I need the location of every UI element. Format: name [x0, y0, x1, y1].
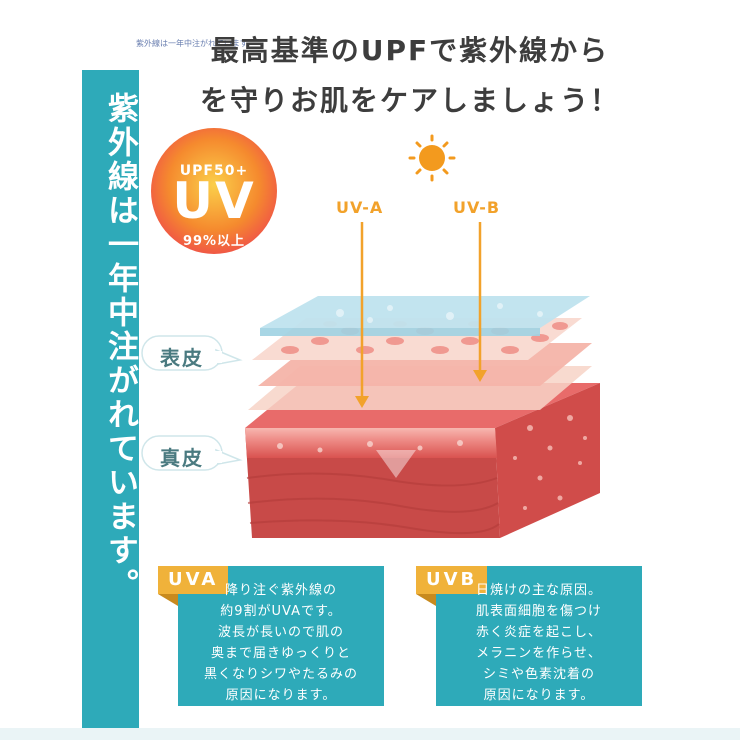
headline: 最高基準のUPFで紫外線から を守りお肌をケアしましょう！: [130, 26, 690, 126]
uva-card-line: 奥まで届きゆっくりと: [210, 646, 351, 661]
uvb-card-tab: UVB: [416, 566, 488, 594]
dermis-label-wrap: 真皮: [142, 436, 232, 476]
uvb-card-text: 日焼けの主な原因。 肌表面細胞を傷つけ 赤く炎症を起こし、 メラニンを作らせ、 …: [436, 580, 642, 706]
headline-line-1: 最高基準のUPFで紫外線から: [210, 34, 610, 67]
uva-card-line: 降り注ぐ紫外線の: [224, 583, 337, 598]
dermis-label: 真皮: [160, 446, 204, 470]
uva-card-line: 波長が長いので肌の: [217, 625, 344, 640]
uvb-card: UVB 日焼けの主な原因。 肌表面細胞を傷つけ 赤く炎症を起こし、 メラニンを作…: [416, 566, 642, 706]
epidermis-label: 表皮: [160, 346, 204, 370]
side-bar: 紫外線は一年中注がれています。: [82, 70, 139, 740]
uvb-arrow: [473, 222, 487, 382]
uva-card-line: 黒くなりシワやたるみの: [203, 667, 358, 682]
epidermis-label-wrap: 表皮: [142, 336, 232, 376]
uva-card-text: 降り注ぐ紫外線の 約9割がUVAです。 波長が長いので肌の 奥まで届きゆっくりと…: [178, 580, 384, 706]
uvb-card-line: メラニンを作らせ、: [476, 646, 602, 661]
dermis-arrow: [376, 450, 416, 478]
uvb-label: UV-B: [453, 198, 501, 217]
uvb-card-line: 原因になります。: [483, 688, 595, 703]
uvb-card-tab-fold: [416, 594, 436, 606]
uva-card-tab: UVA: [158, 566, 229, 594]
uva-arrow: [355, 222, 369, 408]
uvb-card-line: シミや色素沈着の: [482, 667, 595, 682]
side-vertical-text: 紫外線は一年中注がれています。: [102, 92, 138, 602]
uva-card-line: 原因になります。: [225, 688, 337, 703]
small-caption: 紫外線は一年中注がれています: [136, 39, 248, 48]
badge-top-text: UPF50+: [179, 163, 249, 179]
top-protective-layer: [260, 296, 590, 336]
uvb-card-line: 肌表面細胞を傷つけ: [475, 604, 602, 619]
uvb-card-line: 日焼けの主な原因。: [475, 583, 602, 598]
badge-main-text: UV: [172, 172, 256, 230]
uva-label: UV-A: [336, 198, 384, 217]
uva-card-tab-fold: [158, 594, 178, 606]
headline-line-2: を守りお肌をケアしましょう！: [199, 84, 620, 117]
sun-icon: [408, 134, 456, 182]
skin-diagram-art: [141, 128, 600, 538]
uvb-card-line: 赤く炎症を起こし、: [475, 625, 602, 640]
badge-bottom-text: 99%以上: [182, 234, 246, 249]
dermis-bubble: [141, 435, 243, 471]
skin-diagram: UPF50+ UV 99%以上 UV-A UV-B 表皮 真皮: [140, 128, 740, 548]
uva-card: UVA 降り注ぐ紫外線の 約9割がUVAです。 波長が長いので肌の 奥まで届きゆ…: [158, 566, 384, 706]
bottom-band: [0, 728, 740, 740]
upf-badge: [151, 128, 277, 254]
epidermis-bubble: [141, 335, 243, 371]
uva-card-line: 約9割がUVAです。: [220, 604, 342, 619]
